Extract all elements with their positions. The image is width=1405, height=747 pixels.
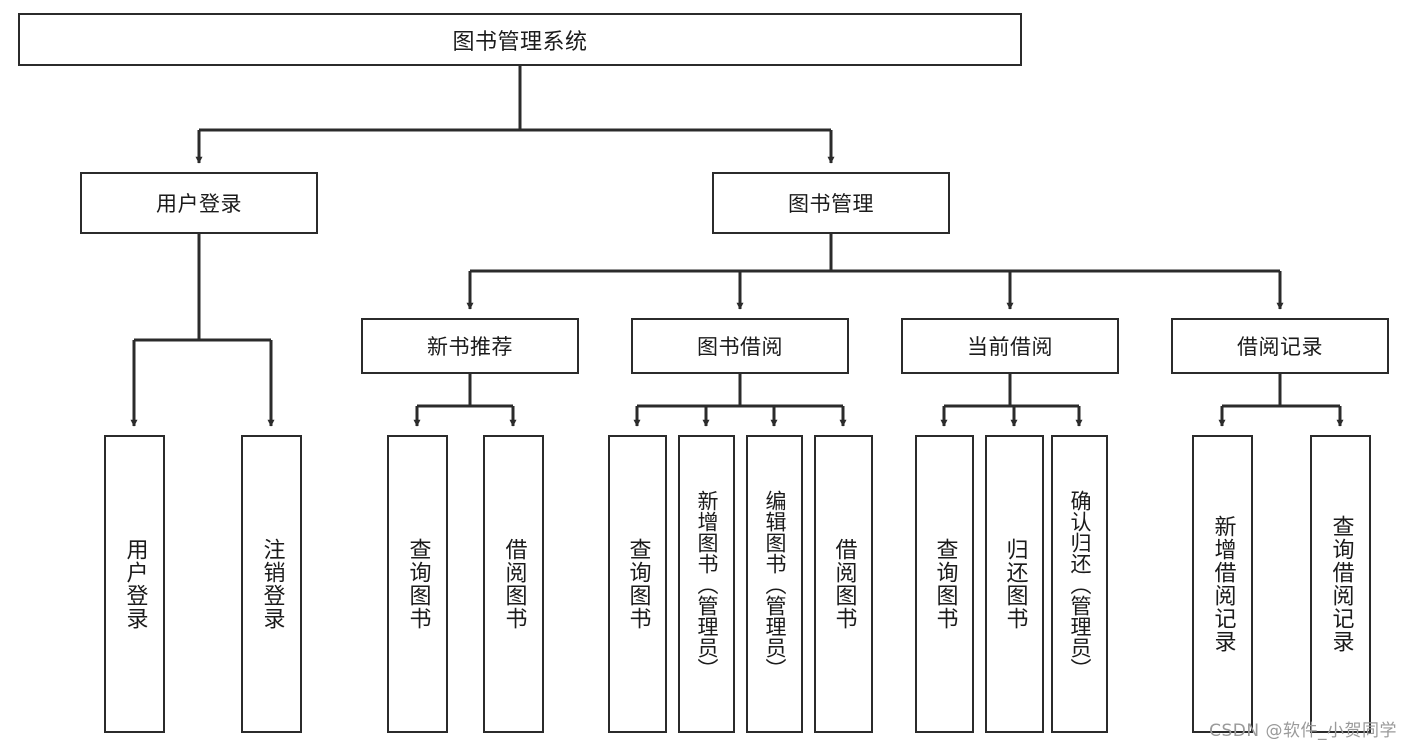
node-user-login-label: 用户登录 [156, 192, 242, 216]
edge-group-root [195, 66, 835, 164]
node-leaf-query-book-1-label: 查询图书 [405, 538, 431, 630]
node-new-book-recommend-label: 新书推荐 [427, 335, 513, 359]
edge-group-new-book-recommend [413, 374, 517, 427]
node-leaf-query-book-2-label: 查询图书 [625, 538, 651, 630]
node-leaf-return-book-label: 归还图书 [1002, 538, 1028, 630]
node-leaf-logout-login-label: 注销登录 [259, 538, 285, 630]
node-leaf-edit-book[interactable]: 编辑图书（管理员） [746, 435, 803, 733]
edge-group-book-manage [466, 234, 1284, 310]
node-leaf-query-book-1[interactable]: 查询图书 [387, 435, 448, 733]
watermark-text: CSDN @软件_小贺同学 [1209, 721, 1397, 741]
node-current-borrow[interactable]: 当前借阅 [901, 318, 1119, 374]
node-book-manage-label: 图书管理 [788, 192, 874, 216]
node-root-system-label: 图书管理系统 [452, 29, 588, 55]
node-leaf-confirm-return[interactable]: 确认归还（管理员） [1051, 435, 1108, 733]
node-root-system[interactable]: 图书管理系统 [18, 13, 1022, 66]
node-current-borrow-label: 当前借阅 [967, 335, 1053, 359]
node-leaf-add-record[interactable]: 新增借阅记录 [1192, 435, 1253, 733]
node-leaf-borrow-book-1-label: 借阅图书 [501, 538, 527, 630]
node-leaf-query-book-3[interactable]: 查询图书 [915, 435, 974, 733]
node-new-book-recommend[interactable]: 新书推荐 [361, 318, 579, 374]
node-leaf-edit-book-label: 编辑图书（管理员） [763, 489, 788, 679]
node-leaf-add-book-label: 新增图书（管理员） [695, 489, 720, 679]
node-book-manage[interactable]: 图书管理 [712, 172, 950, 234]
node-user-login[interactable]: 用户登录 [80, 172, 318, 234]
node-leaf-query-book-3-label: 查询图书 [932, 538, 958, 630]
edge-group-book-borrow [633, 374, 847, 427]
node-leaf-logout-login[interactable]: 注销登录 [241, 435, 302, 733]
node-leaf-borrow-book-2-label: 借阅图书 [831, 538, 857, 630]
node-leaf-add-book[interactable]: 新增图书（管理员） [678, 435, 735, 733]
node-leaf-user-login-label: 用户登录 [122, 538, 148, 630]
node-leaf-user-login[interactable]: 用户登录 [104, 435, 165, 733]
node-borrow-record[interactable]: 借阅记录 [1171, 318, 1389, 374]
node-leaf-borrow-book-1[interactable]: 借阅图书 [483, 435, 544, 733]
node-book-borrow[interactable]: 图书借阅 [631, 318, 849, 374]
edge-group-user-login [130, 234, 275, 427]
node-book-borrow-label: 图书借阅 [697, 335, 783, 359]
node-leaf-query-record-label: 查询借阅记录 [1328, 515, 1354, 653]
node-leaf-confirm-return-label: 确认归还（管理员） [1068, 489, 1093, 679]
edge-group-current-borrow [940, 374, 1083, 427]
node-leaf-query-book-2[interactable]: 查询图书 [608, 435, 667, 733]
edge-group-borrow-record [1218, 374, 1344, 427]
node-leaf-query-record[interactable]: 查询借阅记录 [1310, 435, 1371, 733]
node-leaf-return-book[interactable]: 归还图书 [985, 435, 1044, 733]
node-leaf-borrow-book-2[interactable]: 借阅图书 [814, 435, 873, 733]
node-borrow-record-label: 借阅记录 [1237, 335, 1323, 359]
node-leaf-add-record-label: 新增借阅记录 [1210, 515, 1236, 653]
